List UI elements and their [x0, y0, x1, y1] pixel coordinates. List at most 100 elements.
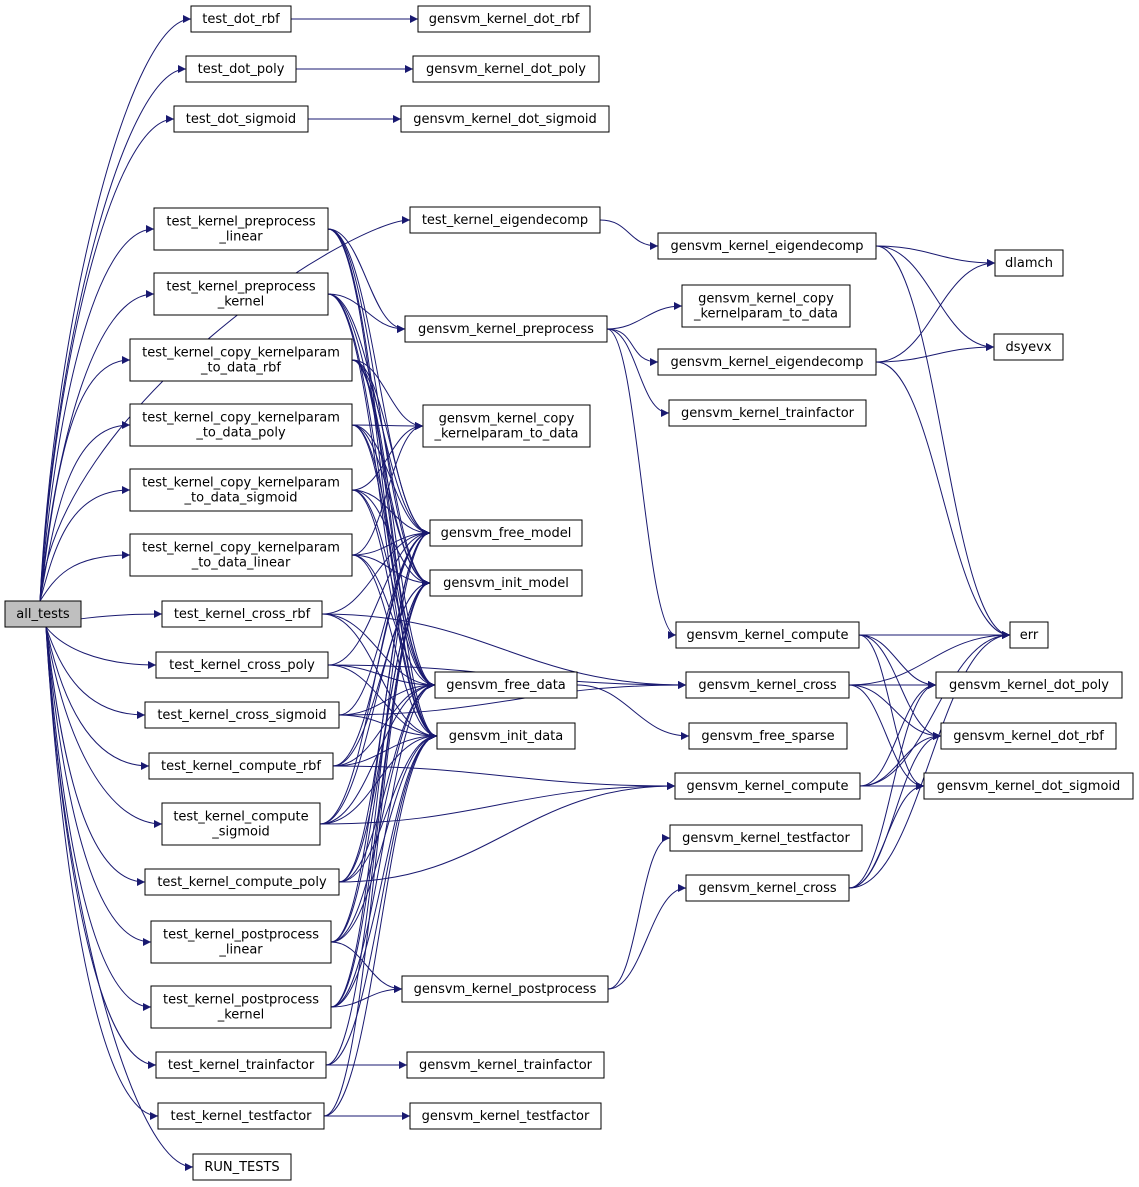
call-edge — [858, 634, 925, 790]
node-box — [688, 722, 848, 750]
function-node-test-dot-rbf[interactable]: test_dot_rbf — [190, 5, 292, 33]
node-label: RUN_TESTS — [204, 1160, 279, 1175]
function-node-kdot-poly-1[interactable]: gensvm_kernel_dot_poly — [412, 55, 600, 83]
function-node-g-cross-1[interactable]: gensvm_kernel_cross — [685, 671, 850, 699]
node-label: gensvm_kernel_testfactor — [422, 1109, 590, 1124]
function-node-g-free-sparse[interactable]: gensvm_free_sparse — [688, 722, 848, 750]
call-edge — [39, 15, 192, 602]
function-node-t-cross-poly[interactable]: test_kernel_cross_poly — [155, 651, 329, 679]
call-edge — [875, 343, 995, 363]
function-node-test-dot-sigmoid[interactable]: test_dot_sigmoid — [173, 105, 309, 133]
function-node-g-free-model[interactable]: gensvm_free_model — [429, 519, 583, 547]
function-node-g-eig-1[interactable]: gensvm_kernel_eigendecomp — [657, 232, 877, 260]
function-node-kdot-rbf-1[interactable]: gensvm_kernel_dot_rbf — [417, 5, 591, 33]
node-box — [1009, 621, 1049, 649]
function-node-all-tests[interactable]: all_tests — [4, 600, 82, 628]
function-node-t-comp-poly[interactable]: test_kernel_compute_poly — [144, 868, 340, 896]
function-node-t-copy-sig[interactable]: test_kernel_copy_kernelparam_to_data_sig… — [129, 468, 353, 512]
function-node-t-cross-sig[interactable]: test_kernel_cross_sigmoid — [144, 701, 340, 729]
function-node-t-post-lin[interactable]: test_kernel_postprocess_linear — [150, 920, 332, 964]
function-node-g-testf-1[interactable]: gensvm_kernel_testfactor — [669, 824, 863, 852]
node-label: _sigmoid — [211, 825, 270, 840]
node-label: test_kernel_preprocess — [166, 215, 315, 230]
node-box — [675, 621, 860, 649]
function-node-kdot-sig-2[interactable]: gensvm_kernel_dot_sigmoid — [923, 772, 1134, 800]
function-node-dlamch[interactable]: dlamch — [994, 249, 1064, 277]
node-label: _kernel — [217, 1008, 265, 1023]
node-box — [436, 722, 576, 750]
call-edge — [351, 424, 438, 740]
call-edge — [875, 245, 995, 351]
function-node-g-testf-2[interactable]: gensvm_kernel_testfactor — [409, 1102, 602, 1130]
function-node-g-init-data[interactable]: gensvm_init_data — [436, 722, 576, 750]
function-node-t-comp-sig[interactable]: test_kernel_compute_sigmoid — [161, 802, 321, 846]
function-node-t-cross-rbf[interactable]: test_kernel_cross_rbf — [161, 600, 323, 628]
node-label: gensvm_kernel_dot_sigmoid — [937, 779, 1121, 794]
call-edge — [45, 626, 150, 770]
call-edge — [848, 631, 1011, 889]
call-edge — [330, 579, 431, 1008]
function-node-t-eig[interactable]: test_kernel_eigendecomp — [409, 206, 601, 234]
node-label: gensvm_kernel_dot_poly — [949, 678, 1109, 693]
function-node-g-trainf-2[interactable]: gensvm_kernel_trainfactor — [406, 1051, 605, 1079]
call-edge — [330, 529, 431, 1008]
node-box — [129, 403, 353, 447]
function-node-t-testf[interactable]: test_kernel_testfactor — [157, 1102, 325, 1130]
call-edge — [39, 551, 131, 602]
call-edge — [39, 356, 131, 602]
function-node-err[interactable]: err — [1009, 621, 1049, 649]
function-node-g-init-model[interactable]: gensvm_init_model — [429, 569, 583, 597]
node-label: gensvm_kernel_dot_sigmoid — [413, 112, 597, 127]
call-edge — [607, 884, 687, 990]
node-box — [685, 874, 850, 902]
function-node-t-copy-poly[interactable]: test_kernel_copy_kernelparam_to_data_pol… — [129, 403, 353, 447]
function-node-g-post[interactable]: gensvm_kernel_postprocess — [401, 975, 609, 1003]
call-edge — [39, 421, 131, 602]
function-node-t-copy-rbf[interactable]: test_kernel_copy_kernelparam_to_data_rbf — [129, 338, 353, 382]
call-edge — [321, 613, 436, 689]
function-node-t-pre-ker[interactable]: test_kernel_preprocess_kernel — [153, 272, 329, 316]
call-edge — [576, 684, 690, 740]
node-label: gensvm_kernel_eigendecomp — [670, 355, 863, 370]
call-edge — [39, 115, 175, 602]
call-edge — [323, 732, 438, 1117]
function-node-g-comp-1[interactable]: gensvm_kernel_compute — [675, 621, 860, 649]
call-edge — [327, 293, 406, 333]
call-edge — [327, 228, 406, 333]
function-node-g-cross-2[interactable]: gensvm_kernel_cross — [685, 874, 850, 902]
node-box — [409, 206, 601, 234]
function-node-g-eig-2[interactable]: gensvm_kernel_eigendecomp — [657, 348, 877, 376]
function-node-g-trainf-1[interactable]: gensvm_kernel_trainfactor — [668, 399, 867, 427]
function-node-g-free-data[interactable]: gensvm_free_data — [434, 671, 578, 699]
node-box — [400, 105, 610, 133]
function-node-kdot-sig-1[interactable]: gensvm_kernel_dot_sigmoid — [400, 105, 610, 133]
function-node-g-copy-2[interactable]: gensvm_kernel_copy_kernelparam_to_data — [422, 404, 591, 448]
node-label: gensvm_free_data — [446, 678, 566, 693]
node-box — [668, 399, 867, 427]
function-node-kdot-poly-2[interactable]: gensvm_kernel_dot_poly — [935, 671, 1123, 699]
function-node-g-comp-2[interactable]: gensvm_kernel_compute — [674, 772, 861, 800]
function-node-t-trainf[interactable]: test_kernel_trainfactor — [155, 1051, 327, 1079]
node-box — [190, 5, 292, 33]
function-node-dsyevx[interactable]: dsyevx — [993, 333, 1064, 361]
function-node-test-dot-poly[interactable]: test_dot_poly — [185, 55, 297, 83]
call-edge — [351, 489, 431, 587]
function-node-run-tests[interactable]: RUN_TESTS — [192, 1153, 292, 1181]
function-node-t-pre-lin[interactable]: test_kernel_preprocess_linear — [153, 207, 329, 251]
node-label: test_kernel_compute — [173, 810, 308, 825]
function-node-t-post-ker[interactable]: test_kernel_postprocess_kernel — [150, 985, 332, 1029]
function-node-g-copy-1[interactable]: gensvm_kernel_copy_kernelparam_to_data — [681, 284, 851, 328]
function-node-t-copy-lin[interactable]: test_kernel_copy_kernelparam_to_data_lin… — [129, 533, 353, 577]
function-node-kdot-rbf-2[interactable]: gensvm_kernel_dot_rbf — [940, 722, 1117, 750]
node-box — [153, 272, 329, 316]
call-edge — [45, 626, 157, 1069]
call-edge — [338, 714, 438, 740]
node-label: test_dot_rbf — [202, 12, 280, 27]
function-node-t-comp-rbf[interactable]: test_kernel_compute_rbf — [148, 752, 334, 780]
node-label: test_kernel_copy_kernelparam — [142, 476, 340, 491]
node-label: dsyevx — [1005, 340, 1051, 355]
node-label: test_dot_sigmoid — [186, 112, 296, 127]
function-node-g-pre[interactable]: gensvm_kernel_preprocess — [404, 315, 608, 343]
call-edge — [351, 359, 431, 587]
